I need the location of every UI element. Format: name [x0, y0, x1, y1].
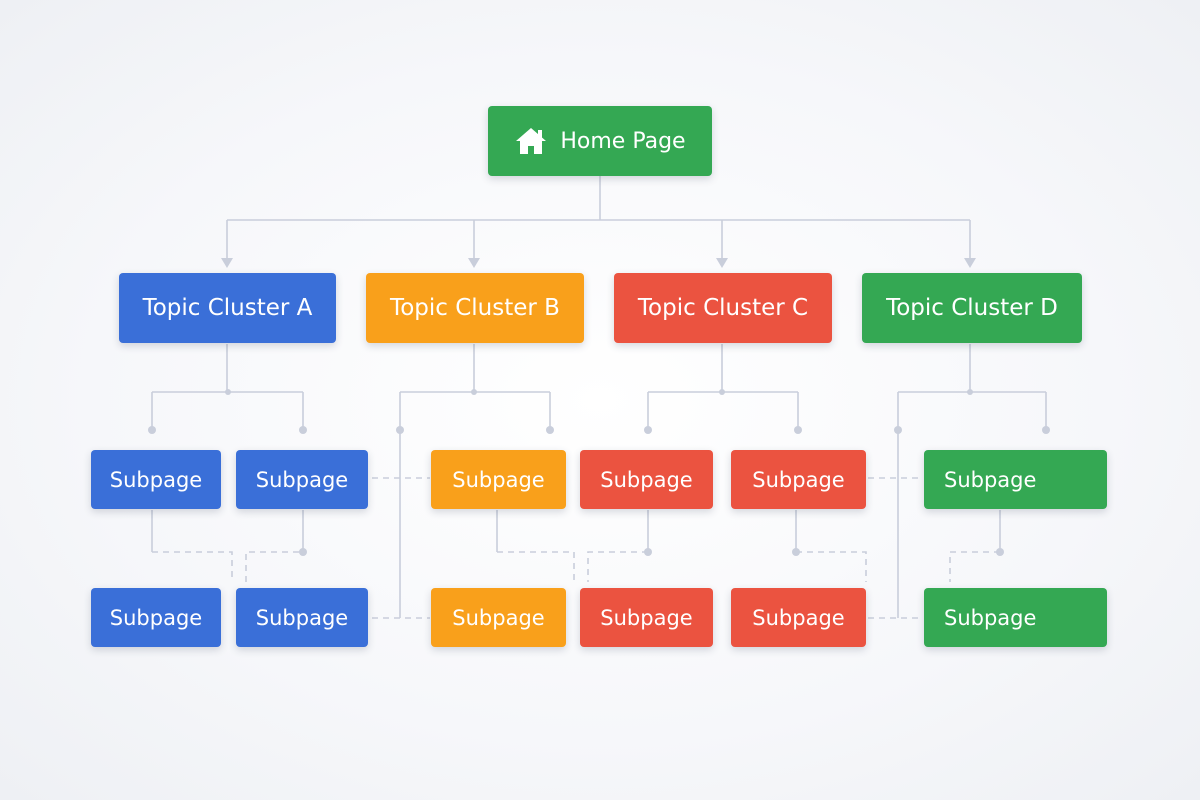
node-dot	[996, 548, 1004, 556]
node-dot	[1042, 426, 1050, 434]
topic-cluster-b-node[interactable]: Topic Cluster B	[366, 273, 584, 343]
subpage-label: Subpage	[255, 605, 349, 630]
topic-cluster-c-label: Topic Cluster C	[637, 295, 809, 321]
arrowhead-cluster-a	[221, 258, 233, 268]
subpage-label: Subpage	[600, 467, 693, 492]
subpage-label: Subpage	[944, 467, 1037, 492]
dashed-link-c	[587, 477, 922, 619]
home-page-label: Home Page	[560, 128, 686, 154]
subpage-label: Subpage	[452, 467, 545, 492]
link-line-b	[399, 430, 498, 618]
branch-line-cluster-c	[647, 344, 799, 428]
topic-cluster-d-node[interactable]: Topic Cluster D	[862, 273, 1082, 343]
subpage-c4-node[interactable]: Subpage	[731, 588, 866, 647]
subpage-a4-node[interactable]: Subpage	[236, 588, 368, 647]
dashed-link-d	[949, 551, 1000, 582]
node-dot	[644, 426, 652, 434]
node-dot	[299, 426, 307, 434]
node-dot	[644, 548, 652, 556]
node-dot	[546, 426, 554, 434]
subpage-label: Subpage	[752, 605, 845, 630]
subpage-b1-node[interactable]: Subpage	[431, 450, 566, 509]
node-dot	[794, 426, 802, 434]
arrowhead-cluster-c	[716, 258, 728, 268]
topic-cluster-c-node[interactable]: Topic Cluster C	[614, 273, 832, 343]
subpage-c2-node[interactable]: Subpage	[731, 450, 866, 509]
topic-cluster-a-label: Topic Cluster A	[142, 295, 313, 321]
home-page-node[interactable]: Home Page	[488, 106, 712, 176]
branch-line-cluster-d	[897, 344, 1047, 428]
topic-cluster-b-label: Topic Cluster B	[390, 295, 560, 321]
link-line-c	[647, 510, 797, 552]
subpage-c3-node[interactable]: Subpage	[580, 588, 713, 647]
subpage-a1-node[interactable]: Subpage	[91, 450, 221, 509]
node-dot	[967, 389, 973, 395]
node-dot	[894, 426, 902, 434]
subpage-d1-node[interactable]: Subpage	[924, 450, 1107, 509]
subpage-label: Subpage	[600, 605, 693, 630]
subpage-label: Subpage	[255, 467, 349, 492]
node-dot	[299, 548, 307, 556]
subpage-label: Subpage	[752, 467, 845, 492]
subpage-label: Subpage	[452, 605, 545, 630]
dashed-link-b	[372, 477, 575, 619]
home-icon	[516, 128, 547, 154]
node-dot	[148, 426, 156, 434]
subpage-b2-node[interactable]: Subpage	[431, 588, 566, 647]
arrowhead-cluster-d	[964, 258, 976, 268]
branch-line-cluster-a	[151, 344, 304, 428]
link-line-d	[897, 430, 1001, 618]
subpage-c1-node[interactable]: Subpage	[580, 450, 713, 509]
subpage-a3-node[interactable]: Subpage	[91, 588, 221, 647]
subpage-a2-node[interactable]: Subpage	[236, 450, 368, 509]
node-dot	[225, 389, 231, 395]
subpage-label: Subpage	[944, 605, 1037, 630]
node-dot	[396, 426, 404, 434]
node-dot	[792, 548, 800, 556]
subpage-label: Subpage	[109, 467, 203, 492]
topic-cluster-a-node[interactable]: Topic Cluster A	[119, 273, 336, 343]
node-dot	[719, 389, 725, 395]
arrowhead-cluster-b	[468, 258, 480, 268]
dashed-link-a	[152, 551, 303, 582]
subpage-label: Subpage	[109, 605, 203, 630]
topic-cluster-d-label: Topic Cluster D	[886, 295, 1058, 321]
branch-line-cluster-b	[399, 344, 551, 428]
link-line-a	[151, 510, 304, 552]
subpage-d2-node[interactable]: Subpage	[924, 588, 1107, 647]
node-dot	[471, 389, 477, 395]
